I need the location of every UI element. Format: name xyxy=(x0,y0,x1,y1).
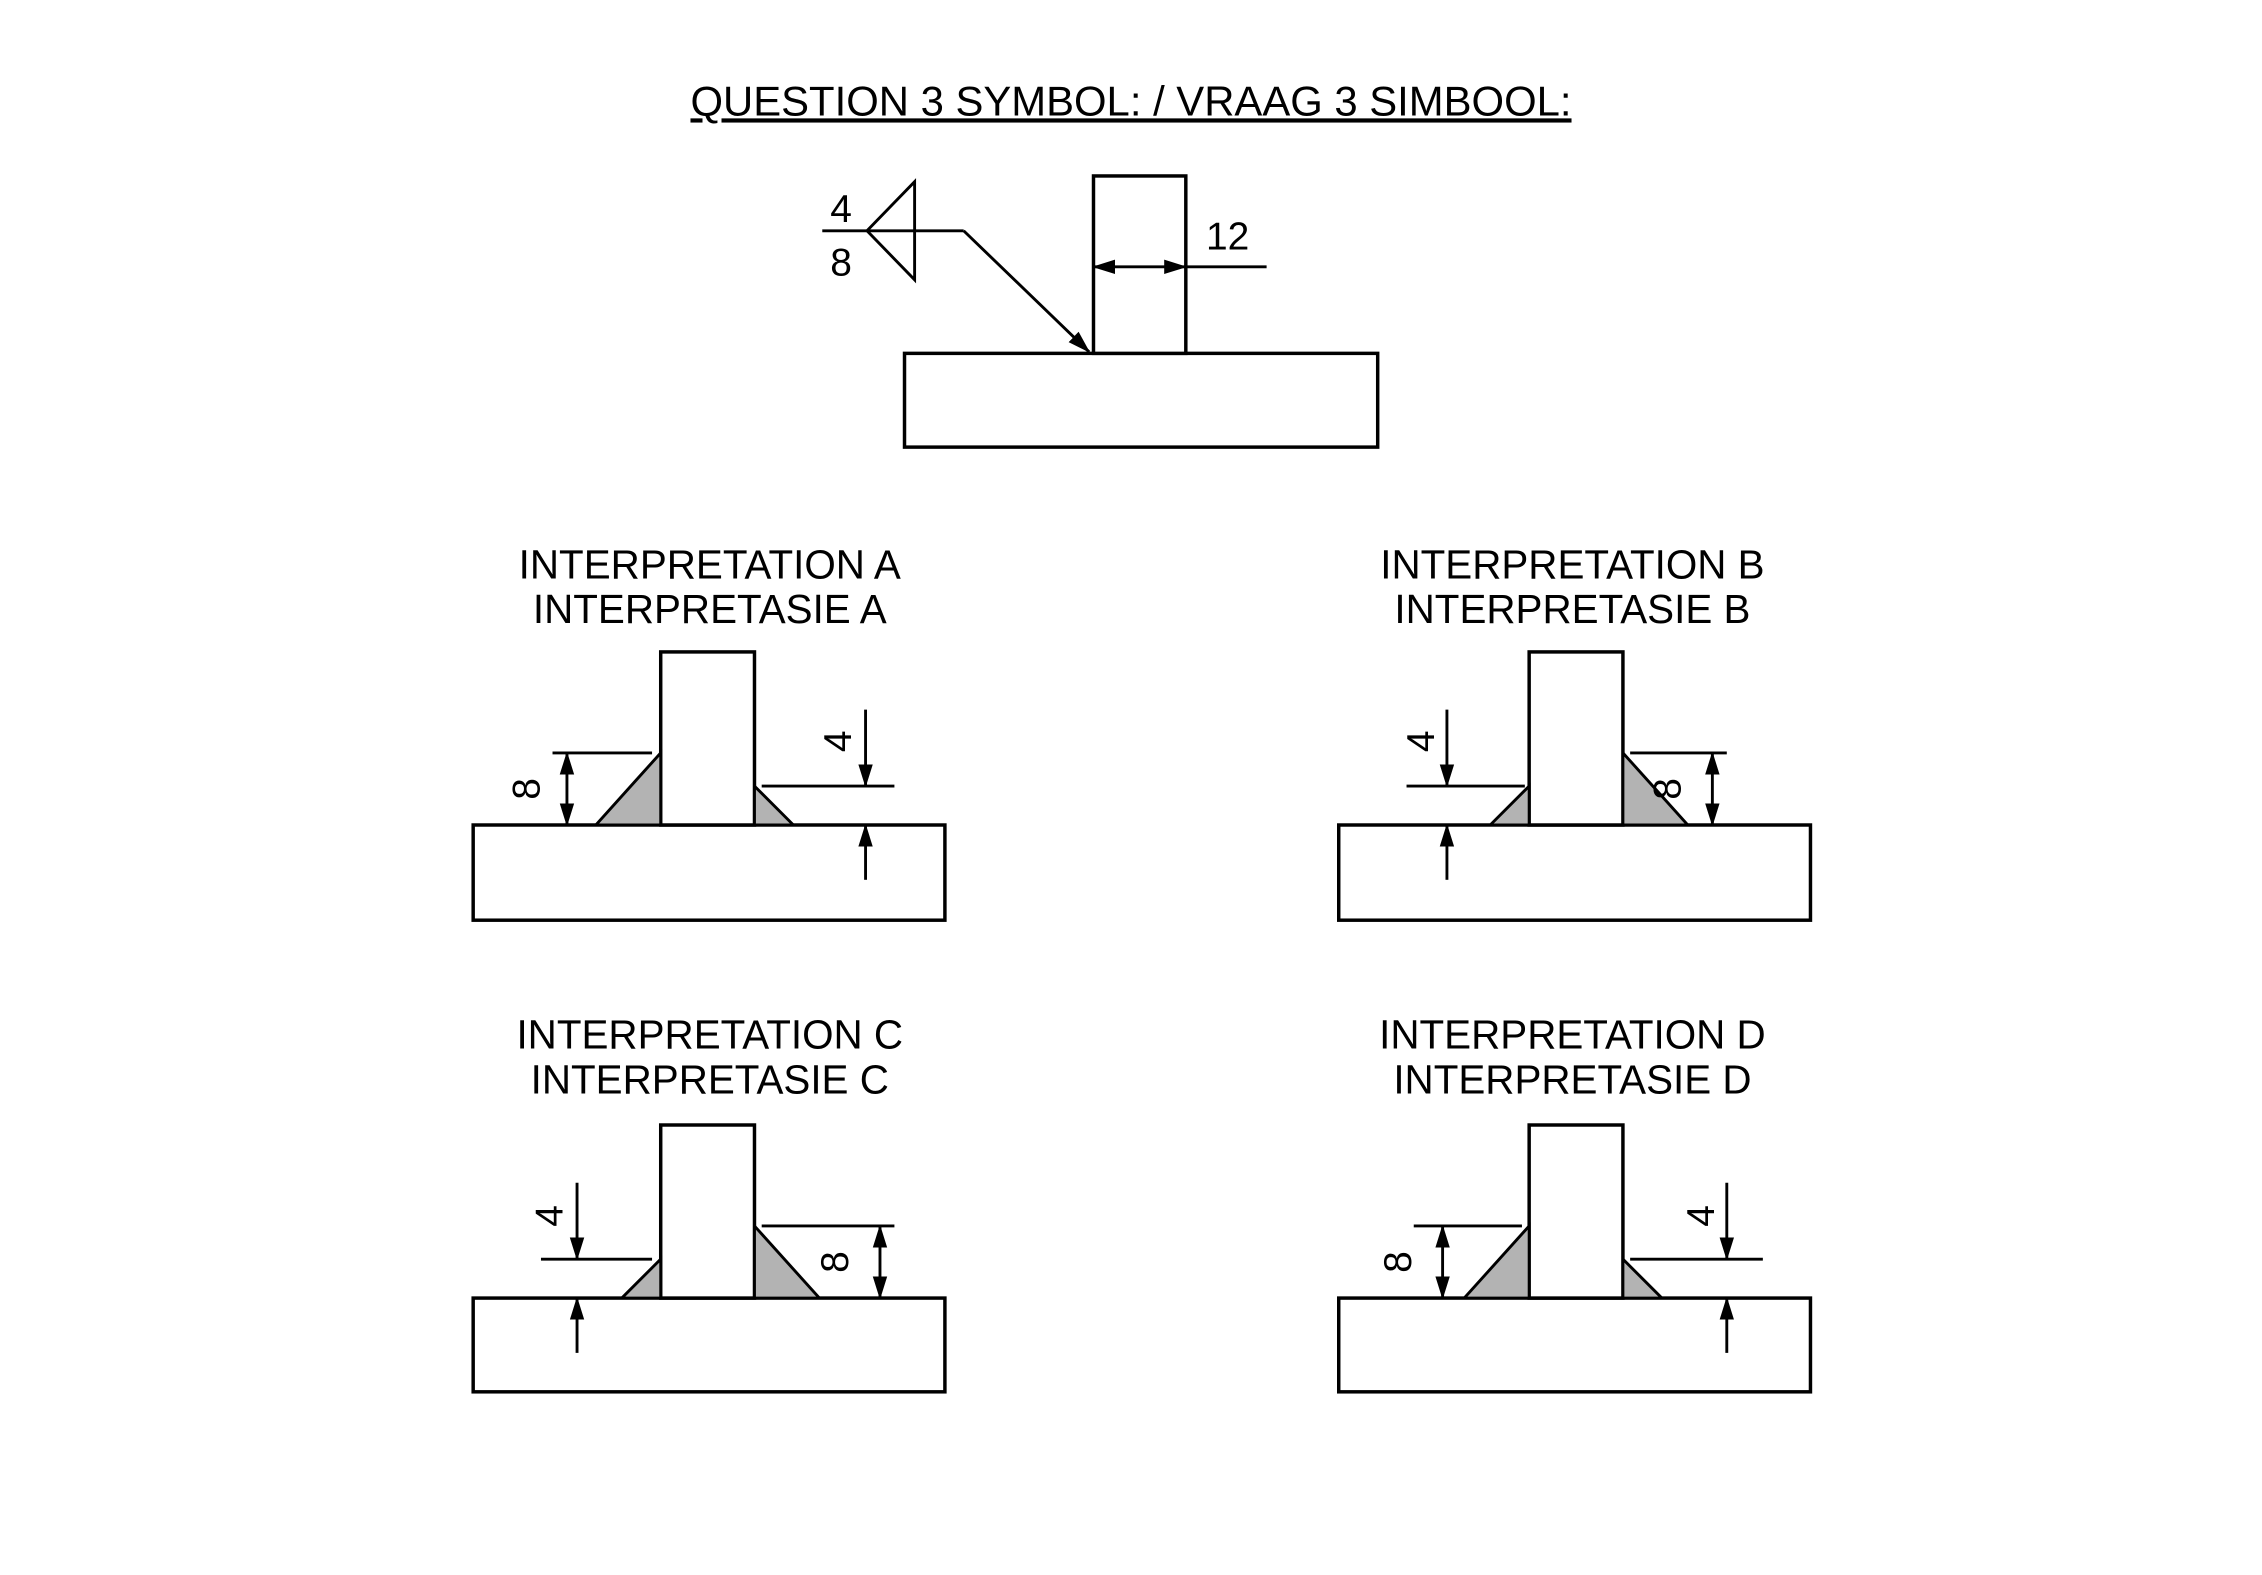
dimension-right: 8 xyxy=(1630,751,1727,827)
base-plate xyxy=(1337,1296,1813,1394)
fillet-symbol-arrow-side xyxy=(865,229,917,284)
interpretation-d-title-af: INTERPRETASIE D xyxy=(1393,1056,1751,1102)
vertical-plate xyxy=(1527,650,1625,827)
dimension-left: 4 xyxy=(1400,709,1525,880)
left-weld-size-label: 4 xyxy=(529,1205,572,1227)
right-weld-size-label: 8 xyxy=(1647,778,1690,800)
interpretation-b-title-af: INTERPRETASIE B xyxy=(1394,586,1750,632)
welding-symbol-drawing: 4 8 12 xyxy=(822,174,1380,449)
right-fillet-weld xyxy=(1621,749,1692,827)
interpretation-a: INTERPRETATION A INTERPRETASIE A 8 4 xyxy=(471,541,947,922)
fillet-symbol-other-side xyxy=(865,178,917,232)
member-width-label: 12 xyxy=(1206,216,1249,259)
left-weld-size-label: 8 xyxy=(506,778,549,800)
vertical-plate xyxy=(1527,1123,1625,1300)
vertical-plate xyxy=(658,650,757,827)
right-weld-size-label: 8 xyxy=(814,1251,857,1273)
left-fillet-weld xyxy=(1461,1222,1531,1300)
dimension-right: 4 xyxy=(761,709,895,880)
left-fillet-weld xyxy=(1486,782,1531,827)
base-plate xyxy=(471,1296,947,1394)
leader-arrow xyxy=(962,229,1091,353)
interpretation-c-title-en: INTERPRETATION C xyxy=(516,1012,903,1058)
dimension-left: 4 xyxy=(529,1182,653,1353)
right-weld-size-label: 4 xyxy=(1680,1205,1723,1227)
symbol-base-plate xyxy=(902,351,1380,449)
dimension-left: 8 xyxy=(506,751,653,827)
right-fillet-weld xyxy=(753,782,797,827)
symbol-vertical-plate xyxy=(1091,174,1188,356)
interpretation-d: INTERPRETATION D INTERPRETASIE D 8 4 xyxy=(1337,1012,1813,1394)
symbol-size-other-side: 4 xyxy=(830,188,852,231)
left-weld-size-label: 8 xyxy=(1377,1251,1420,1273)
dimension-right: 4 xyxy=(1630,1182,1763,1353)
base-plate xyxy=(471,823,947,922)
question-title: QUESTION 3 SYMBOL: / VRAAG 3 SIMBOOL: xyxy=(690,77,1571,124)
base-plate xyxy=(1337,823,1813,922)
right-fillet-weld xyxy=(753,1222,823,1300)
vertical-plate xyxy=(658,1123,757,1300)
interpretation-a-title-af: INTERPRETASIE A xyxy=(533,586,887,632)
interpretation-c-title-af: INTERPRETASIE C xyxy=(531,1056,889,1102)
symbol-size-arrow-side: 8 xyxy=(830,241,852,284)
interpretation-d-title-en: INTERPRETATION D xyxy=(1379,1012,1766,1058)
interpretation-b-title-en: INTERPRETATION B xyxy=(1380,541,1764,587)
dimension-right: 8 xyxy=(761,1224,895,1300)
interpretation-a-title-en: INTERPRETATION A xyxy=(519,541,901,587)
left-fillet-weld xyxy=(618,1255,663,1300)
right-fillet-weld xyxy=(1621,1255,1666,1300)
dimension-member-width: 12 xyxy=(1092,216,1267,275)
left-fillet-weld xyxy=(592,749,663,827)
left-weld-size-label: 4 xyxy=(1400,731,1443,753)
interpretation-c: INTERPRETATION C INTERPRETASIE C 4 8 xyxy=(471,1012,947,1394)
dimension-left: 8 xyxy=(1377,1224,1522,1300)
interpretation-b: INTERPRETATION B INTERPRETASIE B 4 8 xyxy=(1337,541,1813,922)
right-weld-size-label: 4 xyxy=(817,731,860,753)
